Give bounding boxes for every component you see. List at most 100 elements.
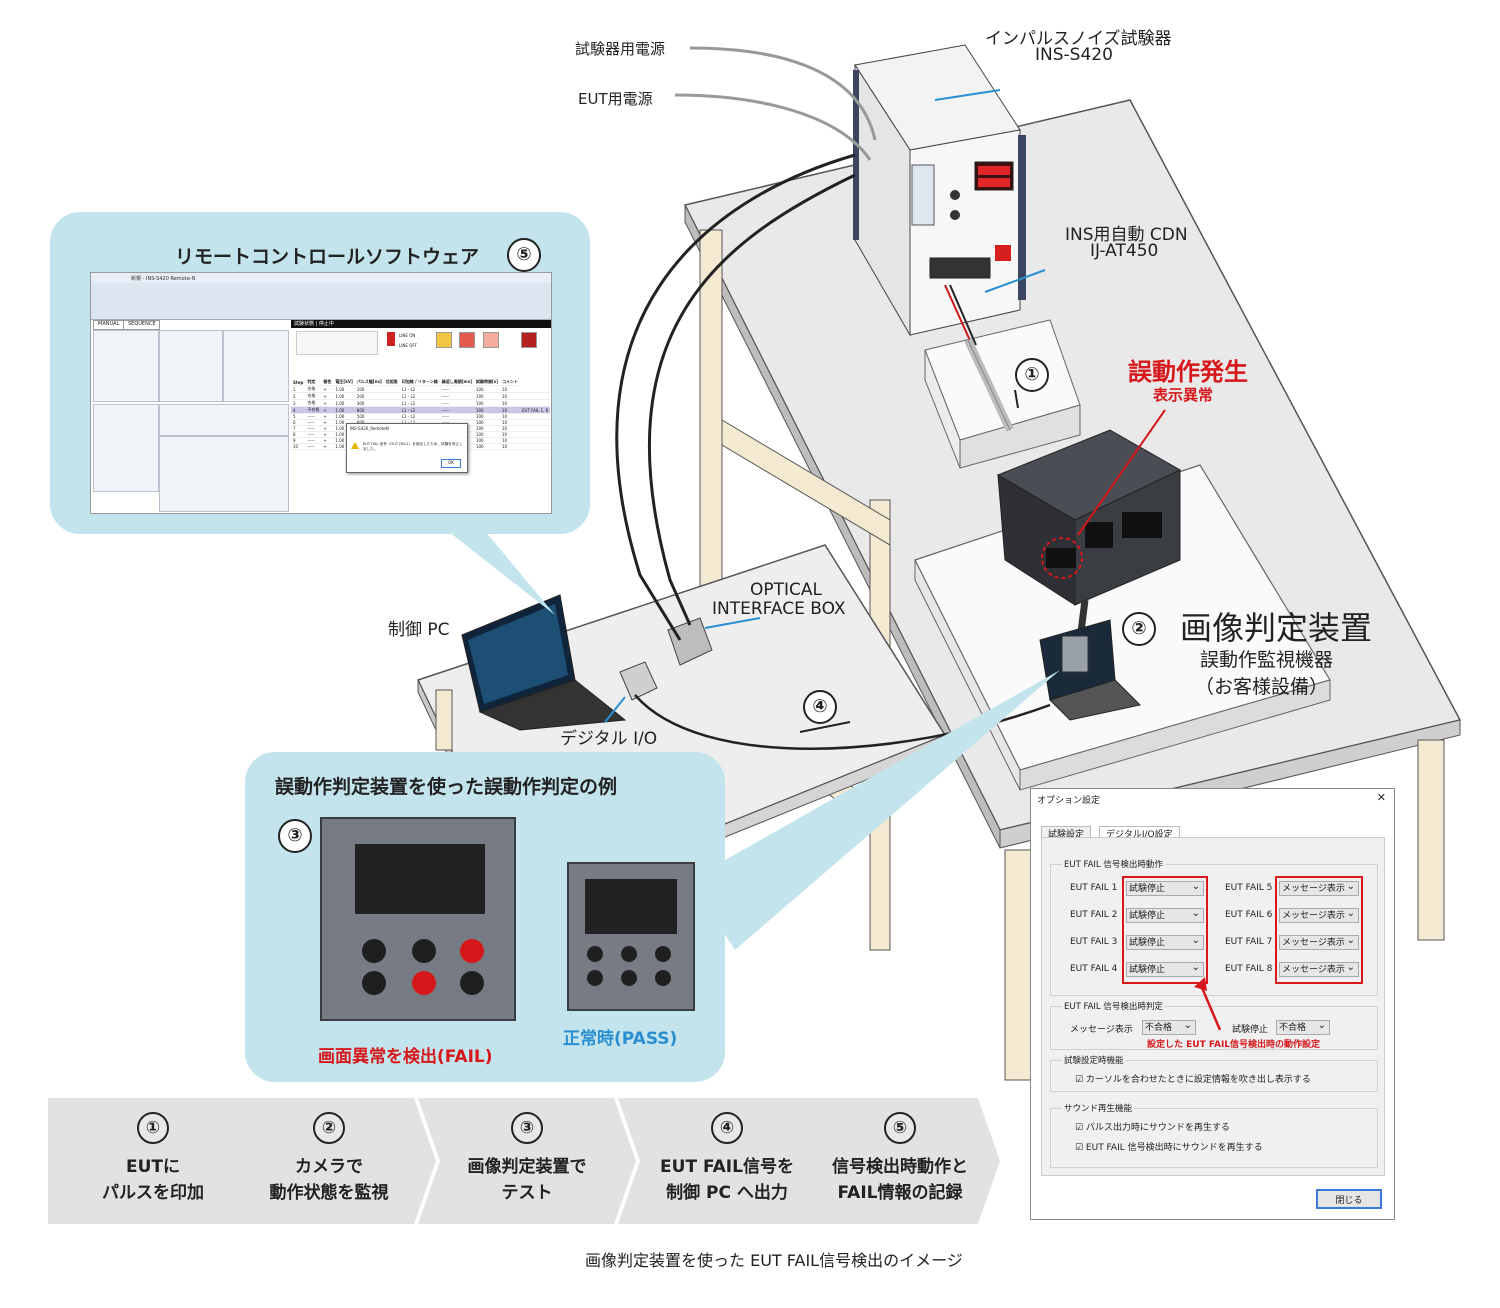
impulse-tester <box>853 44 1026 346</box>
sequence-cell: 3 <box>291 399 306 407</box>
optical-box-label-2: INTERFACE BOX <box>712 599 846 619</box>
fail-2-select[interactable]: 試験停止 <box>1126 906 1204 923</box>
option-dialog-title: オプション設定 <box>1037 796 1101 806</box>
step-text: 画像判定装置で テスト <box>467 1157 587 1203</box>
fail-reset-button[interactable] <box>483 332 499 348</box>
sequence-cell: 10 <box>500 425 520 432</box>
sequence-cell: 1.00 <box>333 406 355 414</box>
step-arrow-shape <box>418 1098 636 1224</box>
sequence-cell: 10 <box>500 385 520 393</box>
fail-button-2 <box>412 939 436 963</box>
sequence-header-cell: 判定 <box>305 379 322 386</box>
sequence-cell: 1.00 <box>333 431 355 438</box>
fail-device-screen <box>355 844 485 914</box>
sequence-cell: + <box>321 431 334 438</box>
sequence-cell: 10 <box>500 437 520 444</box>
stop-button[interactable] <box>459 332 475 348</box>
fail-5-label: EUT FAIL 5 <box>1225 883 1273 893</box>
sequence-cell: L1 - L2 <box>399 399 440 407</box>
msg-judge-select[interactable]: 不合格 <box>1142 1018 1196 1035</box>
pass-button-1 <box>587 946 603 962</box>
fail-6-select[interactable]: メッセージ表示 <box>1279 906 1359 923</box>
pulse-sound-checkbox[interactable]: ☑ パルス出力時にサウンドを再生する <box>1075 1123 1230 1133</box>
fail-sound-checkbox[interactable]: ☑ EUT FAIL 信号検出時にサウンドを再生する <box>1075 1143 1263 1153</box>
control-pc <box>461 594 627 731</box>
test-time-panel <box>223 330 289 402</box>
impulse-tester-name: インパルスノイズ試験器 <box>985 29 1172 49</box>
fail-1-select[interactable]: 試験停止 <box>1126 879 1204 896</box>
remote-software-window: 新規 - INS-S420 Remote-N MANUAL SEQUENCE 試… <box>90 272 552 514</box>
sequence-cell: ----- <box>439 392 474 400</box>
stop-judge-select[interactable]: 不合格 <box>1276 1018 1330 1035</box>
pass-button-4 <box>587 970 603 986</box>
fail-3-label: EUT FAIL 3 <box>1070 937 1118 947</box>
fail-7-label: EUT FAIL 7 <box>1225 937 1273 947</box>
sequence-cell <box>520 443 551 450</box>
sequence-cell: ----- <box>305 419 322 426</box>
cdn-name: INS用自動 CDN <box>1065 225 1188 245</box>
fail-button-6 <box>460 971 484 995</box>
sequence-cell: 8 <box>291 431 306 438</box>
sequence-cell: L1 - L2 <box>399 413 440 420</box>
dialog-title: INS-S420_RemoteN <box>350 426 389 431</box>
fail-7-select[interactable]: メッセージ表示 <box>1279 933 1359 950</box>
close-button[interactable]: 閉じる <box>1316 1189 1382 1209</box>
step-number: ④ <box>711 1112 743 1144</box>
sequence-cell: 100 <box>473 399 500 407</box>
sequence-cell: 1.00 <box>333 425 355 432</box>
pause-button[interactable] <box>436 332 452 348</box>
line-switch-icon[interactable] <box>387 332 395 346</box>
sequence-header-cell: 位相角 <box>383 379 400 386</box>
sequence-cell: + <box>321 419 334 426</box>
sequence-cell: ----- <box>439 399 474 407</box>
sequence-cell: 10 <box>500 431 520 438</box>
sequence-cell: ----- <box>305 425 322 432</box>
sequence-cell <box>383 399 400 407</box>
sequence-cell: EUT FAIL 1, 8 <box>520 406 551 414</box>
tab-manual[interactable]: MANUAL <box>93 320 125 330</box>
judge-bubble: 誤動作判定装置を使った誤動作判定の例 ③ 画面異常を検出(FAIL) 正常時(P… <box>245 752 725 1082</box>
repeat-panel <box>93 404 159 492</box>
step-marker-4: ④ <box>803 690 837 724</box>
sequence-cell: ----- <box>305 437 322 444</box>
fail-3-select[interactable]: 試験停止 <box>1126 933 1204 950</box>
fail-8-select[interactable]: メッセージ表示 <box>1279 960 1359 977</box>
customer-equipment-label: （お客様設備） <box>1195 676 1329 698</box>
sequence-header-cell: 繰返し周期[ms] <box>439 379 474 386</box>
sequence-cell: ----- <box>305 413 322 420</box>
fail-5-select[interactable]: メッセージ表示 <box>1279 879 1359 896</box>
sequence-header-cell: Step <box>291 379 306 386</box>
tester-power-label: 試験器用電源 <box>575 40 666 58</box>
sequence-cell: + <box>321 399 334 407</box>
dialog-ok-button[interactable]: OK <box>441 459 461 468</box>
sequence-cell: 100 <box>473 437 500 444</box>
fail-left-highlight <box>1122 876 1208 984</box>
step-text: EUTに パルスを印加 <box>102 1157 204 1203</box>
close-icon[interactable]: ✕ <box>1376 791 1386 804</box>
sequence-cell: 100 <box>473 425 500 432</box>
fail-4-select[interactable]: 試験停止 <box>1126 960 1204 977</box>
step-marker-2: ② <box>1122 612 1156 646</box>
sequence-cell: 1.00 <box>333 443 355 450</box>
sequence-cell: 合格 <box>305 385 322 393</box>
dialog-message: EUT FAIL 信号（OUT FAIL1）を検出したため、試験を停止しました。 <box>363 442 463 451</box>
pass-button-2 <box>621 946 637 962</box>
malfunction-label: 誤動作発生 <box>1128 358 1248 386</box>
tab-sequence[interactable]: SEQUENCE <box>123 320 161 330</box>
step-number: ⑤ <box>884 1112 916 1144</box>
step-marker-1: ① <box>1015 358 1049 392</box>
step-arrow-shape <box>48 1098 258 1224</box>
tooltip-checkbox[interactable]: ☑ カーソルを合わせたときに設定情報を吹き出し表示する <box>1075 1075 1311 1085</box>
sequence-header-cell: 試験時間[s] <box>473 379 500 386</box>
sequence-cell: + <box>321 443 334 450</box>
